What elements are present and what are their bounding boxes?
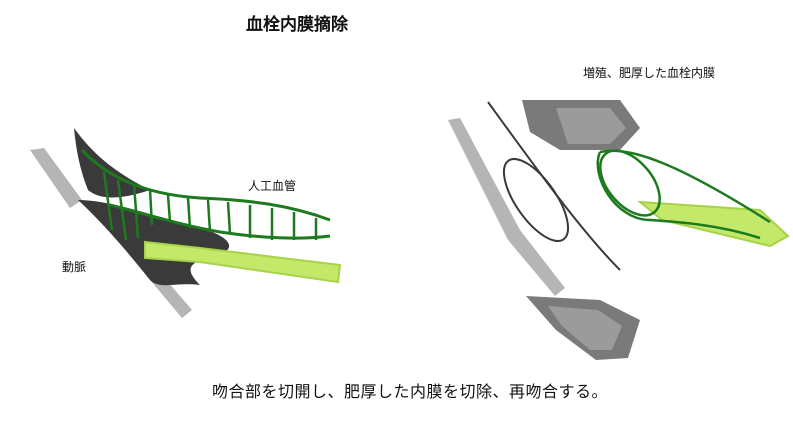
artery-wall-lower	[150, 280, 192, 318]
graft-outline-top	[80, 148, 331, 222]
intima-band-left	[144, 240, 342, 284]
artery-label: 動脈	[62, 260, 87, 274]
artery-dark-upper	[74, 128, 150, 198]
page-title: 血栓内膜摘除	[246, 15, 348, 35]
graft-outline-bottom	[109, 203, 331, 240]
graft-label: 人工血管	[248, 179, 297, 193]
intima-band-right	[636, 200, 790, 248]
thrombus-upper-light	[556, 108, 626, 144]
right-diagram	[448, 100, 790, 360]
thickened-intima-label: 増殖、肥厚した血栓内膜	[583, 66, 716, 80]
graft-cut-ring	[502, 158, 570, 242]
left-diagram	[30, 128, 342, 318]
caption: 吻合部を切開し、肥厚した内膜を切除、再吻合する。	[212, 382, 609, 401]
artery-wall-right	[448, 118, 565, 296]
thrombus-lower-light	[548, 306, 622, 350]
graft-loop-ring	[599, 149, 661, 217]
graft-ribs	[102, 171, 318, 241]
artery-wall-upper	[30, 148, 82, 208]
